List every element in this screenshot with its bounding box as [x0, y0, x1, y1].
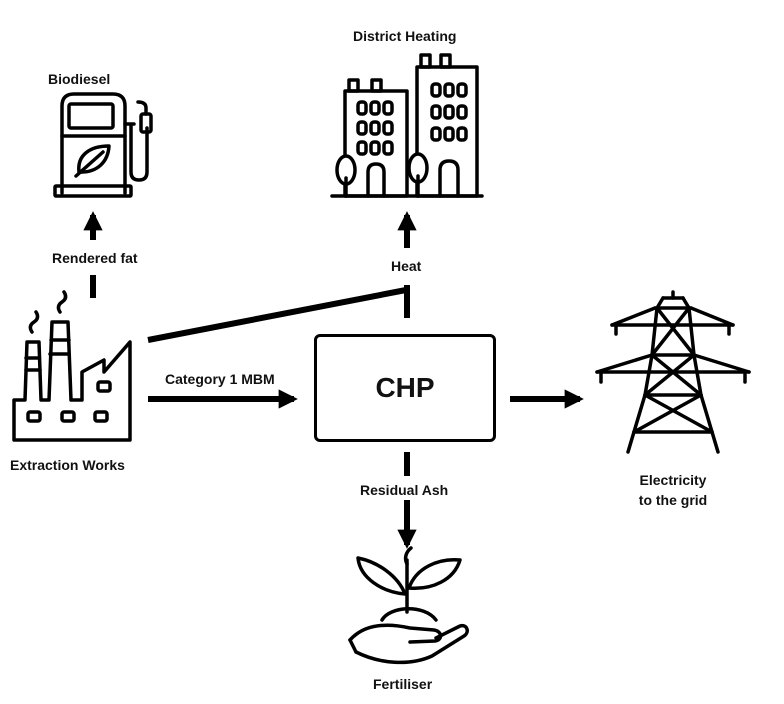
factory-icon — [12, 290, 132, 442]
extraction-works-label: Extraction Works — [10, 457, 125, 473]
fertiliser-label: Fertiliser — [373, 676, 433, 692]
electricity-label-line1: Electricity — [639, 472, 707, 488]
category-1-mbm-label: Category 1 MBM — [165, 371, 275, 387]
fuel-pump-icon — [53, 92, 153, 198]
pylon-icon — [595, 290, 751, 454]
connectors — [83, 211, 584, 549]
fat-to-heat-line — [147, 287, 407, 343]
rendered-fat-label: Rendered fat — [52, 250, 138, 266]
district-heating-label: District Heating — [353, 28, 457, 44]
chp-node: CHP — [314, 334, 496, 442]
residual-ash-label: Residual Ash — [360, 482, 449, 498]
biodiesel-label: Biodiesel — [48, 71, 111, 87]
buildings-icon — [330, 53, 484, 198]
electricity-label: Electricity to the grid — [634, 470, 712, 511]
heat-label: Heat — [391, 258, 422, 274]
plant-in-hand-icon — [348, 546, 469, 665]
electricity-label-line2: to the grid — [638, 492, 708, 509]
